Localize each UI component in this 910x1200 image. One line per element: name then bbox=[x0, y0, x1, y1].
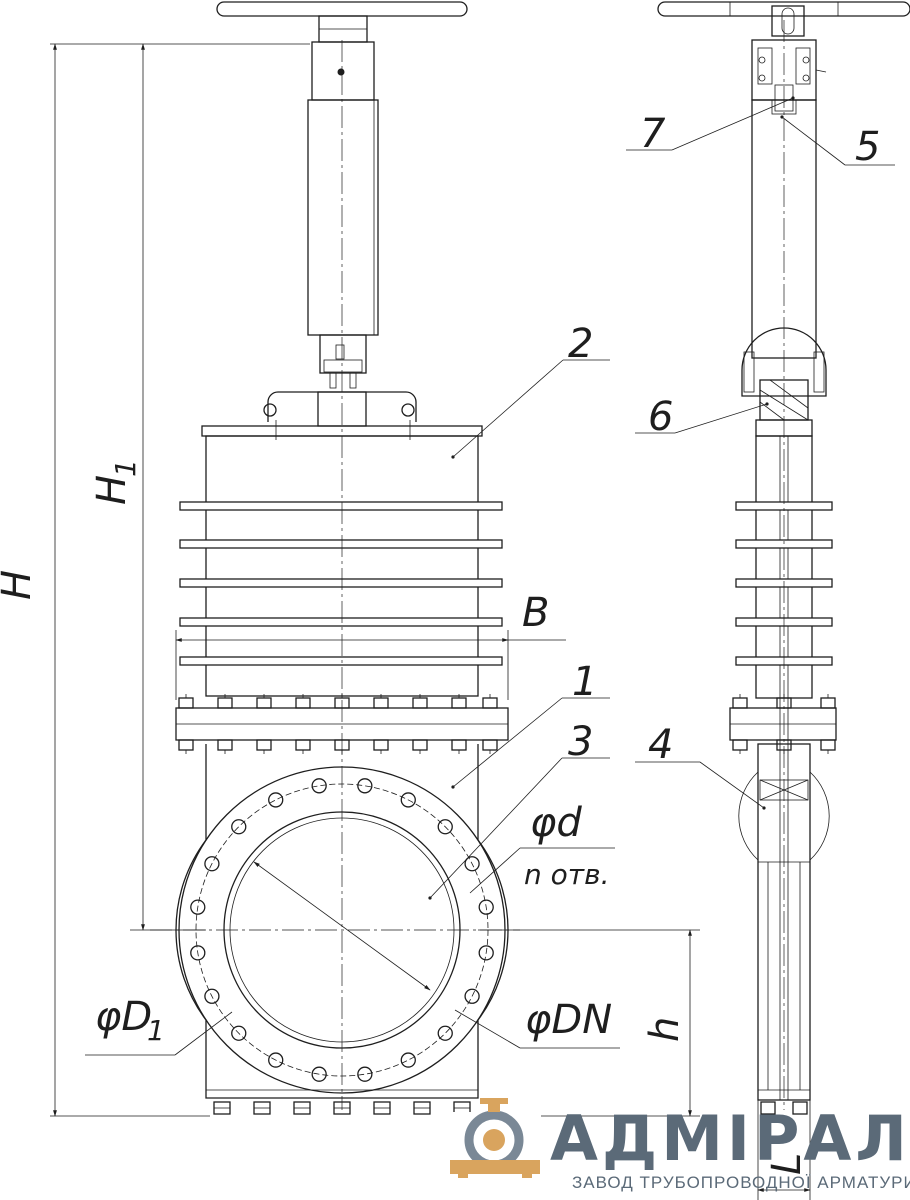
side-bottom-bolt bbox=[760, 1101, 776, 1115]
callout-1: 1 bbox=[572, 659, 597, 705]
callout-numbers: 2 1 3 7 5 6 4 bbox=[568, 111, 880, 768]
bolt-nut bbox=[412, 694, 428, 709]
bolt-hole bbox=[464, 856, 480, 872]
handwheel-front bbox=[216, 1, 468, 43]
bolt-hole bbox=[311, 778, 327, 794]
dimensions: H H 1 B φD 1 φd n отв. φDN h L bbox=[0, 43, 811, 1200]
callout-2: 2 bbox=[568, 321, 593, 367]
bolt-nut bbox=[256, 739, 272, 754]
bolt-hole bbox=[400, 1052, 416, 1068]
bolt-nut bbox=[482, 739, 498, 754]
bottom-bolt bbox=[213, 1101, 231, 1115]
handwheel-side bbox=[657, 1, 910, 37]
dim-DN: φDN bbox=[525, 997, 612, 1043]
bolt-nut bbox=[373, 739, 389, 754]
side-bottom-bolt bbox=[792, 1101, 808, 1115]
dim-D1: φD bbox=[95, 994, 152, 1040]
dim-d: φd bbox=[530, 800, 582, 846]
bolt-nut bbox=[451, 694, 467, 709]
bolt-nut bbox=[732, 694, 748, 709]
logo-mark bbox=[449, 1098, 541, 1178]
dim-B: B bbox=[522, 590, 549, 636]
logo-name: АДМІРАЛ bbox=[550, 1102, 910, 1175]
bolt-nut bbox=[217, 694, 233, 709]
dim-n-holes: n отв. bbox=[524, 858, 610, 891]
yoke-bracket bbox=[263, 334, 417, 440]
dim-H1-sub: 1 bbox=[109, 459, 142, 477]
bolt-hole bbox=[204, 856, 220, 872]
bonnet bbox=[179, 425, 503, 697]
dim-h: h bbox=[642, 1017, 688, 1042]
bolt-nut bbox=[820, 694, 836, 709]
bolt-hole bbox=[204, 988, 220, 1004]
bolt-nut bbox=[412, 739, 428, 754]
dim-H1: H bbox=[89, 475, 135, 505]
callout-6: 6 bbox=[648, 394, 673, 440]
bolt-hole bbox=[231, 1025, 247, 1041]
bolt-nut bbox=[178, 694, 194, 709]
dim-D1-sub: 1 bbox=[147, 1014, 165, 1047]
bolt-nut bbox=[732, 739, 748, 754]
bolt-hole bbox=[190, 945, 206, 961]
callout-4: 4 bbox=[648, 722, 673, 768]
bottom-bolt bbox=[253, 1101, 271, 1115]
leaders bbox=[85, 97, 895, 1056]
bolt-hole bbox=[357, 1066, 373, 1082]
bolt-nut bbox=[373, 694, 389, 709]
dim-L: L bbox=[764, 1153, 810, 1175]
bolt-nut bbox=[820, 739, 836, 754]
bolt-hole bbox=[478, 945, 494, 961]
side-flange bbox=[729, 694, 837, 754]
bolt-hole bbox=[478, 899, 494, 915]
bolt-hole bbox=[231, 819, 247, 835]
bottom-bolt bbox=[413, 1101, 431, 1115]
bolt-hole bbox=[190, 899, 206, 915]
company-logo: АДМІРАЛ ЗАВОД ТРУБОПРОВОДНОЇ АРМАТУРИ bbox=[449, 1098, 910, 1192]
bolt-hole bbox=[464, 988, 480, 1004]
callout-3: 3 bbox=[568, 719, 593, 765]
bolt-hole bbox=[437, 819, 453, 835]
callout-7: 7 bbox=[640, 111, 666, 157]
bolt-hole bbox=[437, 1025, 453, 1041]
bolt-nut bbox=[178, 739, 194, 754]
bolt-nut bbox=[295, 739, 311, 754]
bolt-hole bbox=[400, 792, 416, 808]
bottom-bolt bbox=[293, 1101, 311, 1115]
side-view bbox=[657, 1, 910, 1115]
bolt-nut bbox=[295, 694, 311, 709]
bolt-hole bbox=[357, 778, 373, 794]
bottom-bolt bbox=[373, 1101, 391, 1115]
bolt-hole bbox=[311, 1066, 327, 1082]
callout-5: 5 bbox=[855, 124, 880, 170]
bolt-nut bbox=[482, 694, 498, 709]
bolt-hole bbox=[268, 792, 284, 808]
bolt-nut bbox=[217, 739, 233, 754]
bolt-hole bbox=[268, 1052, 284, 1068]
front-view bbox=[150, 1, 520, 1115]
stem-column bbox=[307, 41, 379, 336]
logo-tagline: ЗАВОД ТРУБОПРОВОДНОЇ АРМАТУРИ bbox=[572, 1173, 910, 1192]
bolt-nut bbox=[451, 739, 467, 754]
dim-H: H bbox=[0, 570, 40, 600]
bolt-nut bbox=[256, 694, 272, 709]
gearbox bbox=[751, 39, 827, 119]
